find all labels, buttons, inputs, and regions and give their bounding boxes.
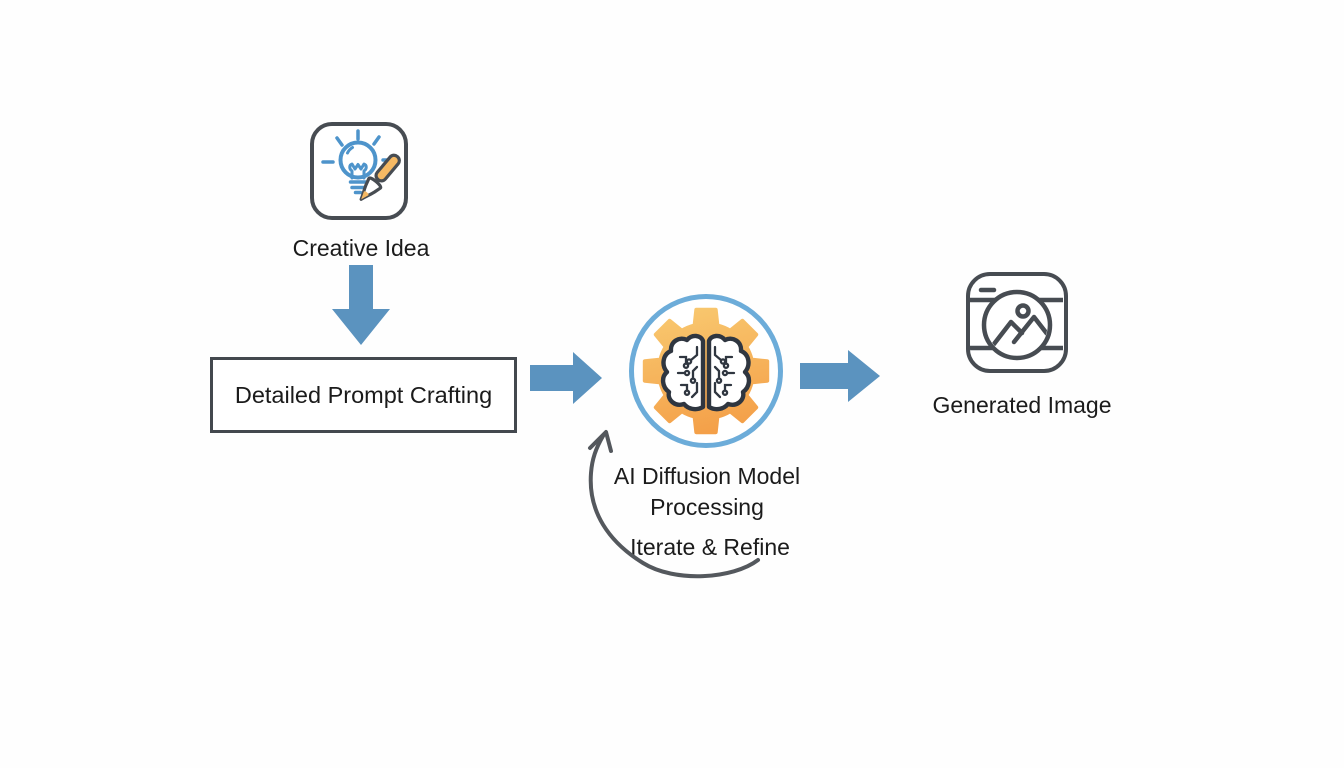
prompt-crafting-label: Detailed Prompt Crafting	[234, 381, 493, 408]
iterate-refine-label: Iterate & Refine	[630, 534, 790, 560]
model-label-line1: AI Diffusion Model	[613, 463, 801, 489]
prompt-crafting-node: Detailed Prompt Crafting	[210, 357, 517, 433]
diffusion-model-node	[629, 294, 783, 448]
photo-frame-icon	[970, 287, 1063, 361]
generated-image-node	[966, 272, 1068, 373]
creative-idea-node	[310, 122, 408, 220]
gear-brain-icon	[642, 307, 770, 435]
brain-icon	[660, 333, 752, 412]
paintbrush-icon	[359, 153, 401, 201]
generated-image-label: Generated Image	[932, 392, 1112, 418]
lightbulb-paintbrush-icon	[321, 129, 401, 201]
mountain-sun-icon	[991, 303, 1048, 347]
model-label-line2: Processing	[650, 494, 764, 520]
arrow-down-idea-to-prompt	[332, 265, 390, 345]
creative-idea-label: Creative Idea	[292, 235, 430, 261]
arrow-right-prompt-to-model	[530, 352, 602, 404]
gear-shape	[642, 307, 770, 435]
arrow-right-model-to-image	[800, 350, 880, 402]
iterate-loop-arrow	[588, 430, 760, 579]
